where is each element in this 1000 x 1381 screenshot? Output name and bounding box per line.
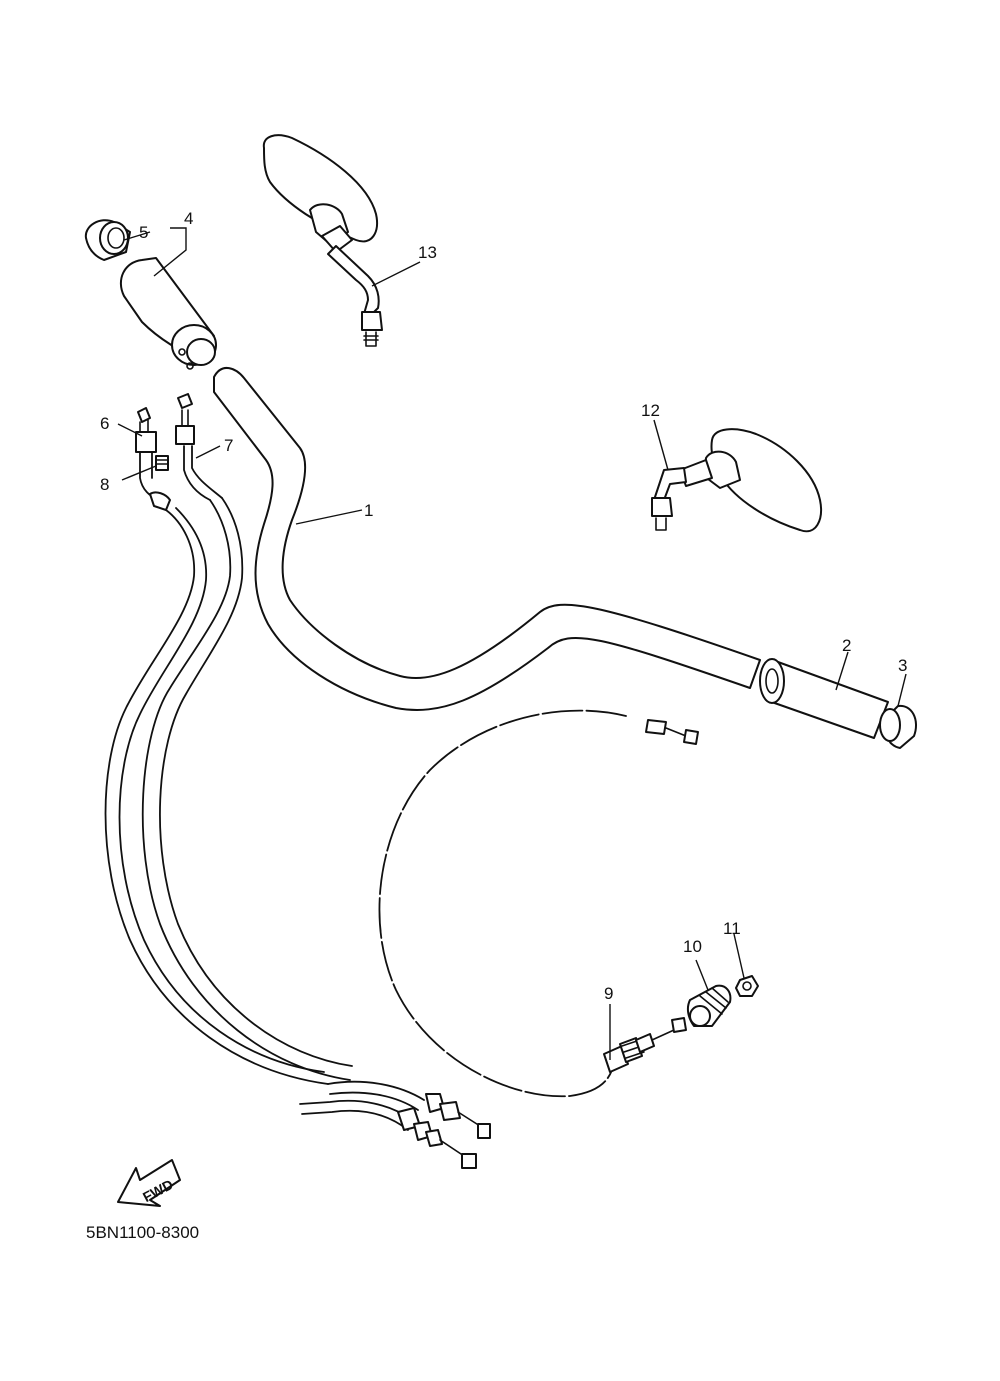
adjuster-part-6 [135,407,157,453]
nut-part-11 [735,975,759,997]
callout-9: 9 [604,984,613,1003]
handlebar [213,367,761,711]
fwd-arrow-icon: FWD [117,1159,181,1207]
bolt-part-8 [155,455,169,471]
callout-leaders [117,227,907,1060]
callout-1: 1 [364,501,373,520]
right-mirror [651,428,822,533]
right-grip-end [879,704,917,749]
right-grip [759,658,889,739]
cable-end-part-7 [175,393,195,445]
left-mirror [262,134,383,347]
callout-13: 13 [418,243,437,262]
callout-2: 2 [842,636,851,655]
callout-8: 8 [100,475,109,494]
throttle-cables [104,445,491,1169]
drawing-code: 5BN1100-8300 [86,1223,199,1242]
callout-5: 5 [139,223,148,242]
callout-12: 12 [641,401,660,420]
left-grip-assembly [119,257,217,370]
callout-10: 10 [683,937,702,956]
callout-3: 3 [898,656,907,675]
callout-11: 11 [723,919,741,938]
grip-end-cap [84,219,131,261]
callout-4: 4 [184,209,193,228]
callout-6: 6 [100,414,109,433]
starter-cable-part-9 [378,709,699,1098]
callout-7: 7 [224,436,233,455]
plunger-part-10 [686,984,732,1027]
callout-numbers: 1 2 3 4 5 6 7 8 9 10 11 12 13 [100,209,907,1003]
